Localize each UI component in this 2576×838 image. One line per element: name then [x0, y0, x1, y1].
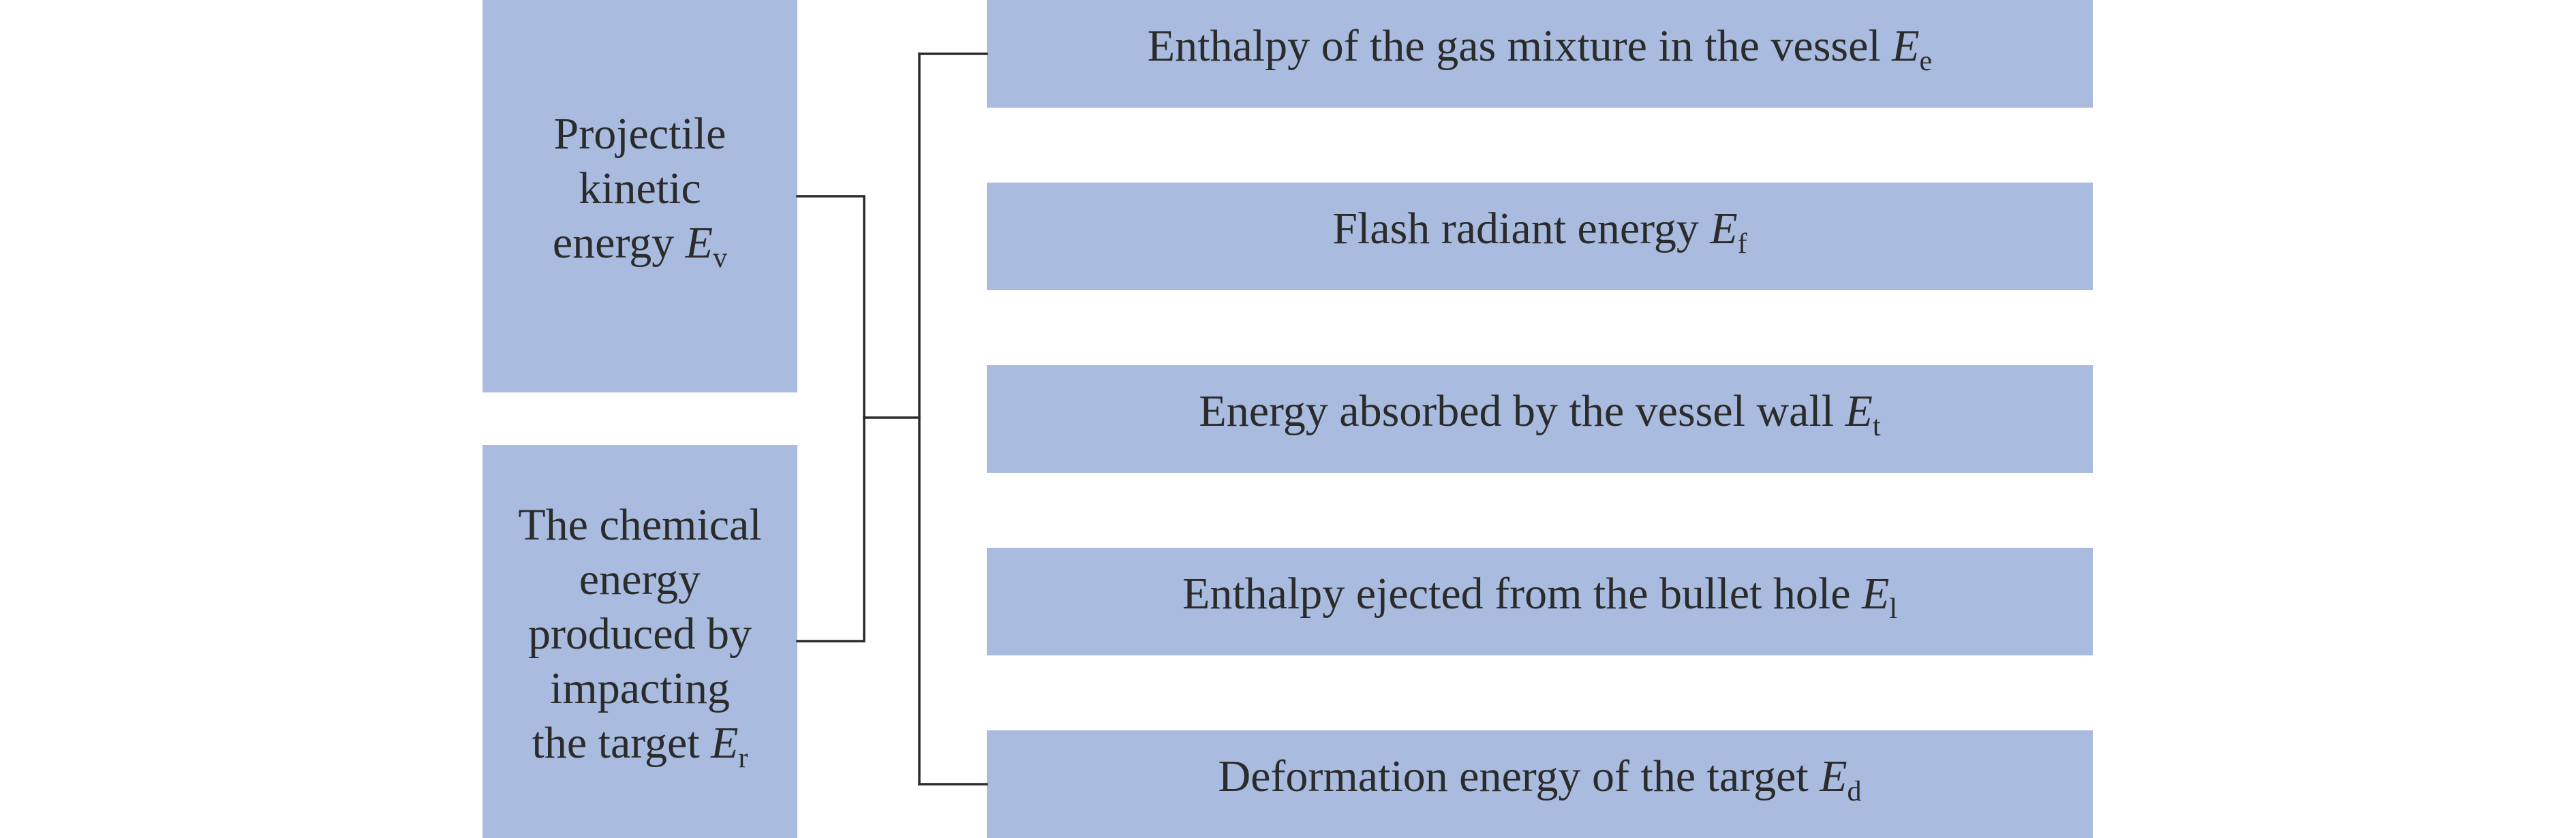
energy-symbol: E [1845, 386, 1873, 436]
energy-symbol: E [1710, 204, 1738, 253]
connector-source-1 [796, 195, 865, 419]
energy-subscript: f [1737, 228, 1747, 260]
energy-subscript: r [738, 742, 748, 774]
source-label-line: the target [532, 717, 700, 768]
target-label-text: Deformation energy of the target [1218, 751, 1809, 801]
target-box-deformation-energy: Deformation energy of the target Ed [987, 730, 2093, 838]
source-label-line: produced by [527, 608, 752, 659]
energy-symbol: E [1820, 751, 1847, 801]
target-box-vessel-wall-energy: Energy absorbed by the vessel wall Et [987, 365, 2093, 473]
source-label-line: impacting [550, 663, 730, 713]
energy-symbol: E [1862, 569, 1890, 619]
target-label-text: Enthalpy of the gas mixture in the vesse… [1147, 21, 1881, 71]
source-label-line: energy [552, 218, 675, 268]
target-label: Enthalpy ejected from the bullet hole El [1182, 567, 1897, 636]
energy-symbol: E [685, 218, 714, 268]
source-label: Projectile kinetic energy Ev [553, 107, 727, 285]
energy-subscript: l [1889, 593, 1897, 625]
target-box-gas-enthalpy: Enthalpy of the gas mixture in the vesse… [987, 0, 2093, 108]
target-label-text: Flash radiant energy [1332, 204, 1699, 253]
energy-subscript: t [1872, 411, 1881, 442]
source-box-projectile-kinetic-energy: Projectile kinetic energy Ev [482, 0, 797, 392]
energy-symbol: E [1892, 21, 1920, 71]
source-label-line: Projectile [553, 109, 726, 159]
target-label: Energy absorbed by the vessel wall Et [1199, 384, 1880, 454]
target-label: Flash radiant energy Ef [1332, 202, 1747, 271]
source-label-line: kinetic [579, 164, 701, 213]
source-label-line: The chemical [518, 499, 762, 550]
target-label: Deformation energy of the target Ed [1218, 749, 1861, 819]
energy-subscript: d [1847, 776, 1862, 807]
energy-symbol: E [711, 717, 739, 768]
target-box-flash-radiant-energy: Flash radiant energy Ef [987, 183, 2093, 290]
target-label-text: Enthalpy ejected from the bullet hole [1182, 569, 1851, 619]
source-label-line: energy [579, 554, 701, 604]
source-label: The chemical energy produced by impactin… [518, 498, 761, 786]
energy-subscript: v [713, 243, 728, 274]
energy-subscript: e [1919, 46, 1933, 77]
target-label-text: Energy absorbed by the vessel wall [1199, 386, 1835, 436]
target-label: Enthalpy of the gas mixture in the vesse… [1148, 19, 1932, 89]
target-box-bullet-hole-enthalpy: Enthalpy ejected from the bullet hole El [987, 548, 2093, 655]
source-box-chemical-energy: The chemical energy produced by impactin… [482, 445, 797, 838]
connector-source-2 [796, 416, 865, 642]
